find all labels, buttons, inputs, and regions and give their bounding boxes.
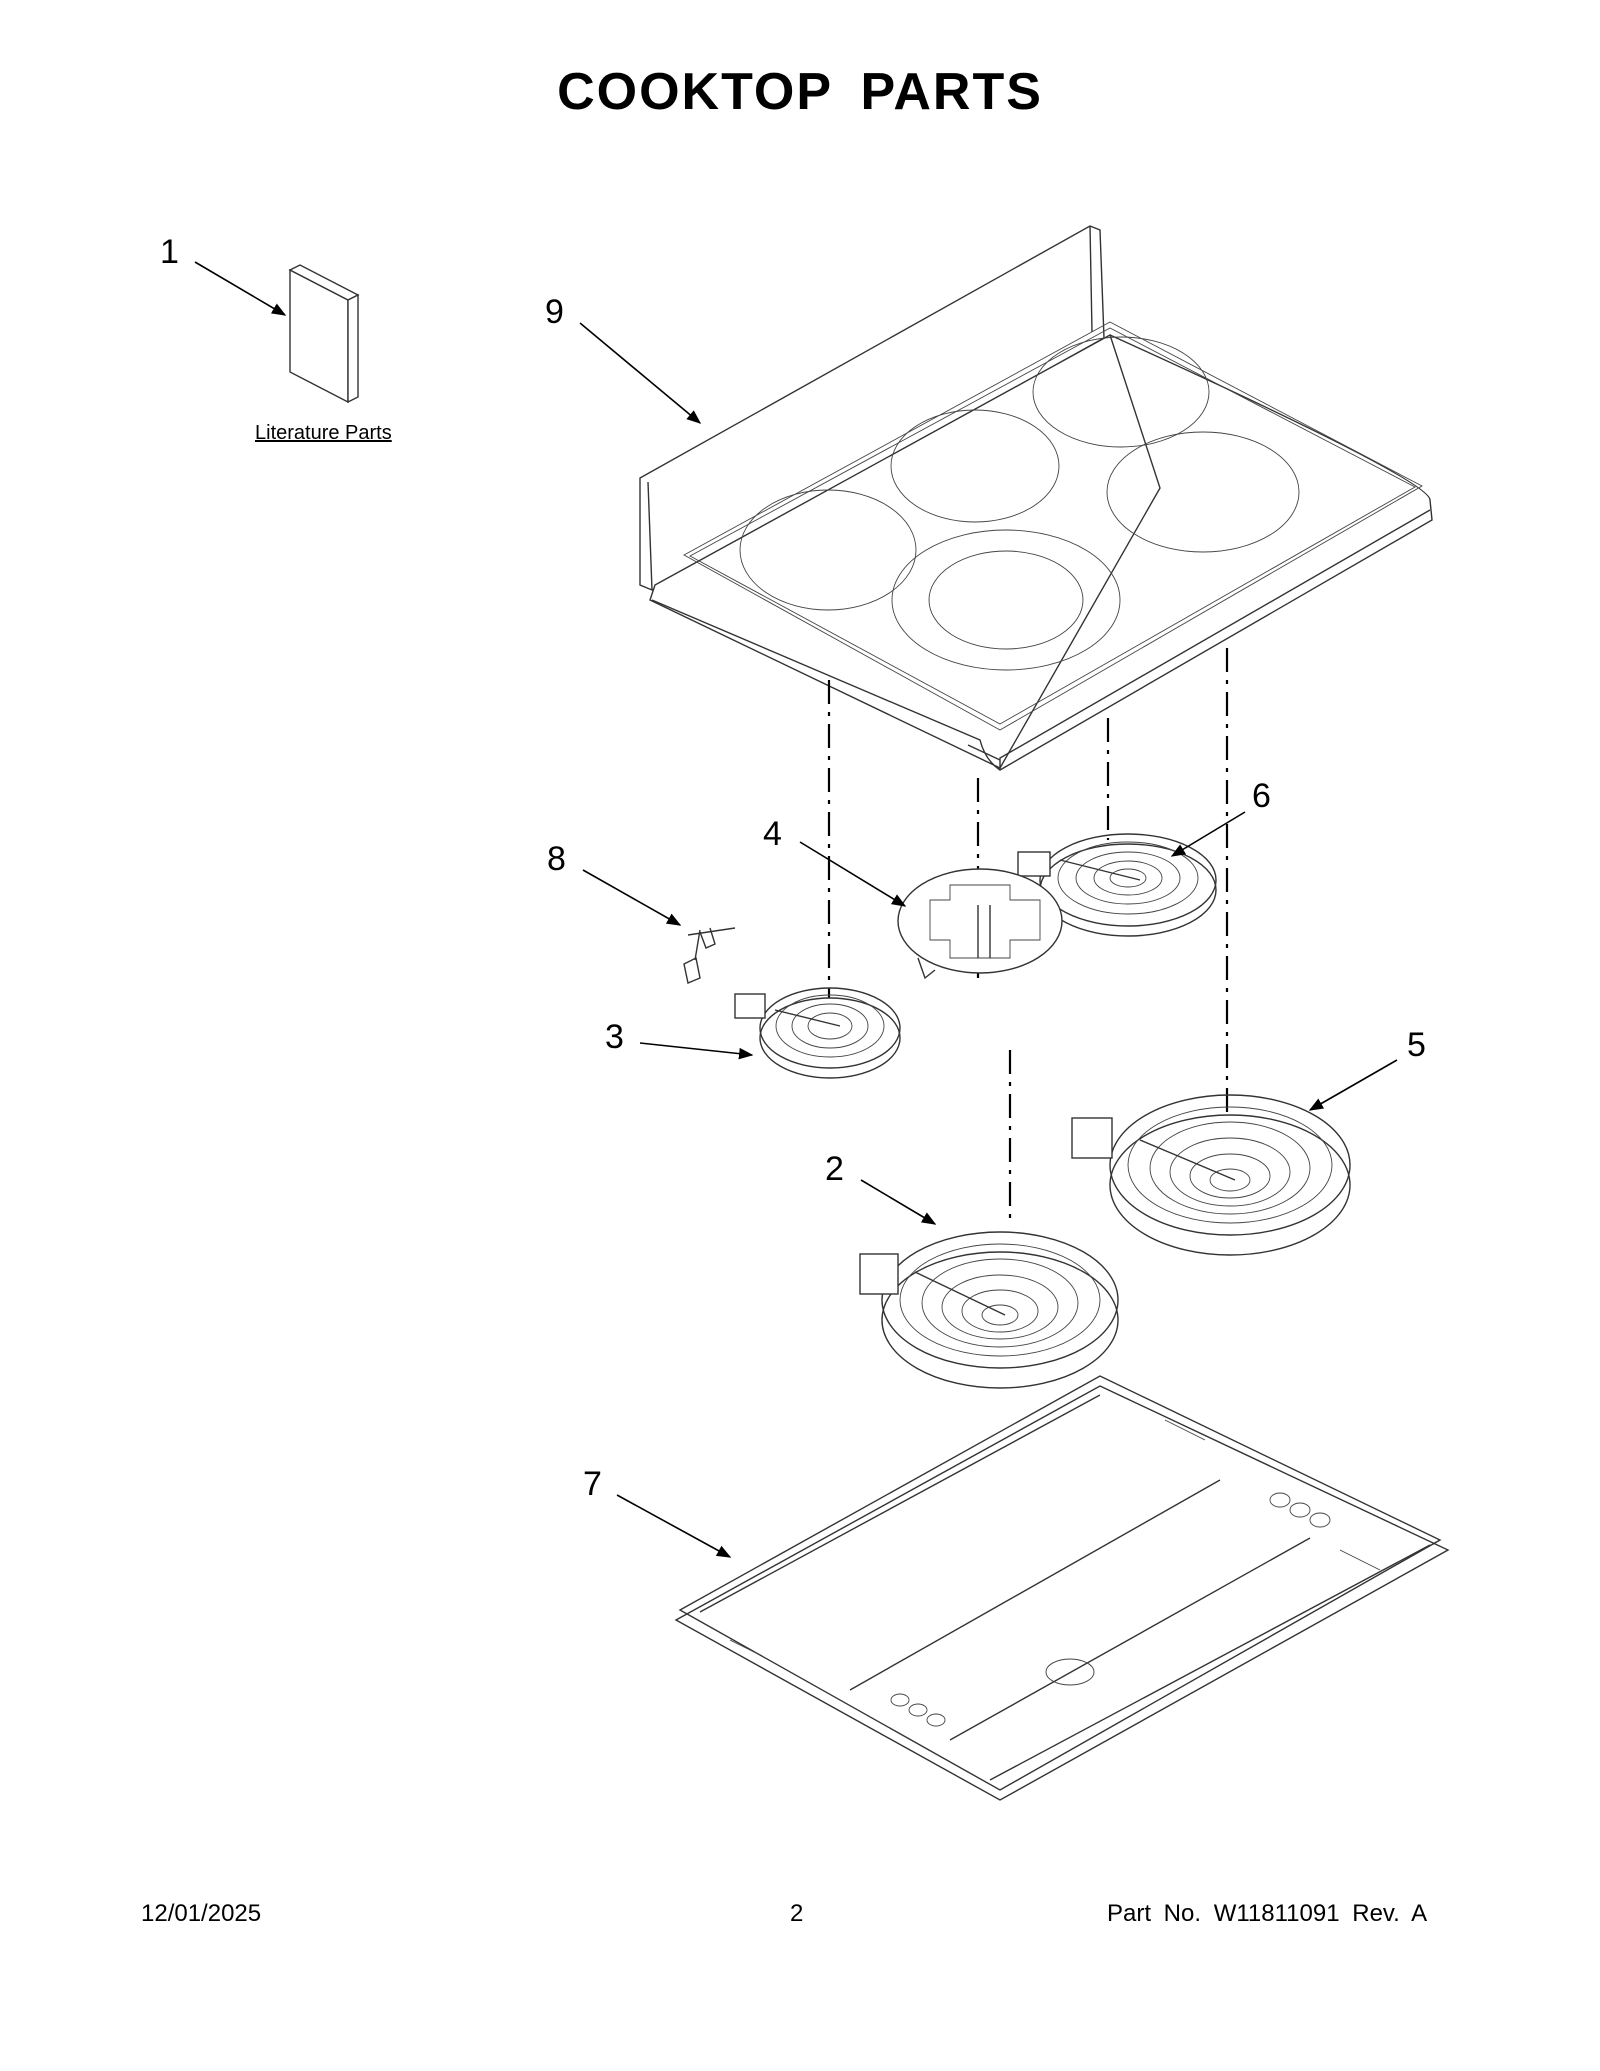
callout-2: 2 bbox=[825, 1150, 844, 1188]
footer-date: 12/01/2025 bbox=[141, 1900, 262, 1927]
cooktop-glass bbox=[639, 225, 1433, 771]
callout-4: 4 bbox=[763, 815, 782, 853]
literature-parts-label: Literature Parts bbox=[255, 422, 392, 444]
element-5 bbox=[1071, 1094, 1351, 1256]
callout-6: 6 bbox=[1252, 777, 1271, 815]
literature-parts-box bbox=[288, 264, 360, 404]
callout-7: 7 bbox=[583, 1465, 602, 1503]
callout-3: 3 bbox=[605, 1018, 624, 1056]
element-3 bbox=[734, 987, 901, 1079]
callout-1: 1 bbox=[160, 233, 179, 271]
element-2 bbox=[859, 1231, 1119, 1389]
callout-5: 5 bbox=[1407, 1026, 1426, 1064]
callout-8: 8 bbox=[547, 840, 566, 878]
footer-part-number: Part No. W11811091 Rev. A bbox=[1107, 1900, 1428, 1927]
callout-9: 9 bbox=[545, 293, 564, 331]
shield-4 bbox=[897, 868, 1063, 980]
footer-page-number: 2 bbox=[790, 1900, 804, 1927]
support-panel-7 bbox=[674, 1375, 1450, 1801]
page-title: COOKTOP PARTS bbox=[557, 63, 1043, 121]
switch-8 bbox=[683, 927, 736, 984]
element-6 bbox=[1017, 833, 1217, 937]
